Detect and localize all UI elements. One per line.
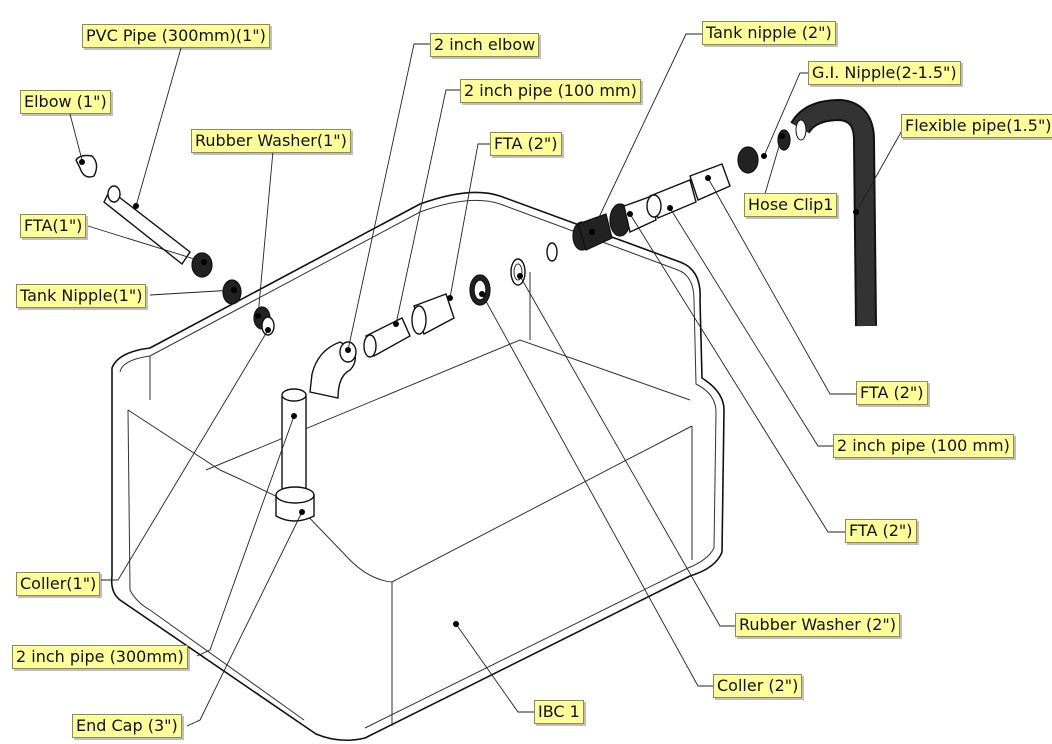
label-fta-2-right-a: FTA (2") — [856, 381, 928, 405]
leader-dots — [79, 133, 859, 627]
label-coller-2-text: Coller (2") — [717, 676, 799, 695]
ibc-tank — [110, 191, 725, 742]
label-ibc-text: IBC 1 — [538, 702, 580, 721]
label-pipe-100-right-text: 2 inch pipe (100 mm) — [837, 436, 1010, 455]
label-coller-1: Coller(1") — [16, 572, 101, 596]
label-pipe-100-top-text: 2 inch pipe (100 mm) — [464, 81, 637, 100]
label-fta-2-right-a-text: FTA (2") — [860, 383, 924, 402]
leader-lines — [69, 33, 905, 727]
label-tank-nipple-1: Tank Nipple(1") — [16, 284, 147, 308]
label-gi-nipple-text: G.I. Nipple(2-1.5") — [812, 63, 957, 82]
label-gi-nipple: G.I. Nipple(2-1.5") — [808, 61, 961, 85]
label-fta-2-right-b: FTA (2") — [845, 519, 917, 543]
small-fittings-part — [75, 154, 275, 336]
right-fittings-part — [572, 129, 791, 251]
label-rubber-washer-1-text: Rubber Washer(1") — [195, 131, 347, 150]
label-fta-2-top-text: FTA (2") — [494, 134, 558, 153]
label-tank-nipple-2: Tank nipple (2") — [702, 21, 836, 45]
label-pvc-pipe: PVC Pipe (300mm)(1") — [82, 24, 270, 48]
label-elbow-2-text: 2 inch elbow — [434, 35, 536, 54]
label-pvc-pipe-text: PVC Pipe (300mm)(1") — [86, 26, 266, 45]
label-flexible-pipe-text: Flexible pipe(1.5") — [905, 116, 1052, 135]
label-rubber-washer-1: Rubber Washer(1") — [191, 129, 351, 153]
label-end-cap: End Cap (3") — [72, 714, 182, 738]
label-fta-2-right-b-text: FTA (2") — [849, 521, 913, 540]
label-flexible-pipe: Flexible pipe(1.5") — [901, 114, 1052, 138]
label-fta-2-top: FTA (2") — [490, 132, 562, 156]
pipe-300-part — [275, 388, 315, 522]
label-pipe-100-right: 2 inch pipe (100 mm) — [833, 434, 1014, 458]
label-hose-clip-text: Hose Clip1 — [748, 195, 834, 214]
label-pipe-300-text: 2 inch pipe (300mm) — [16, 647, 184, 666]
label-fta-1: FTA(1") — [20, 214, 87, 238]
label-rubber-washer-2: Rubber Washer (2") — [735, 613, 900, 637]
label-elbow-2: 2 inch elbow — [430, 33, 540, 57]
pipe-100-left-part — [363, 242, 558, 358]
label-pipe-100-top: 2 inch pipe (100 mm) — [460, 79, 641, 103]
label-rubber-washer-2-text: Rubber Washer (2") — [739, 615, 896, 634]
label-tank-nipple-2-text: Tank nipple (2") — [706, 23, 832, 42]
label-pipe-300: 2 inch pipe (300mm) — [12, 645, 188, 669]
label-elbow-1-text: Elbow (1") — [24, 92, 107, 111]
label-coller-2: Coller (2") — [713, 674, 803, 698]
flexible-pipe-part — [790, 98, 877, 327]
label-ibc: IBC 1 — [534, 700, 584, 724]
label-tank-nipple-1-text: Tank Nipple(1") — [20, 286, 143, 305]
label-end-cap-text: End Cap (3") — [76, 716, 178, 735]
label-fta-1-text: FTA(1") — [24, 216, 83, 235]
label-coller-1-text: Coller(1") — [20, 574, 97, 593]
label-hose-clip: Hose Clip1 — [744, 193, 838, 217]
label-elbow-1: Elbow (1") — [20, 90, 111, 114]
